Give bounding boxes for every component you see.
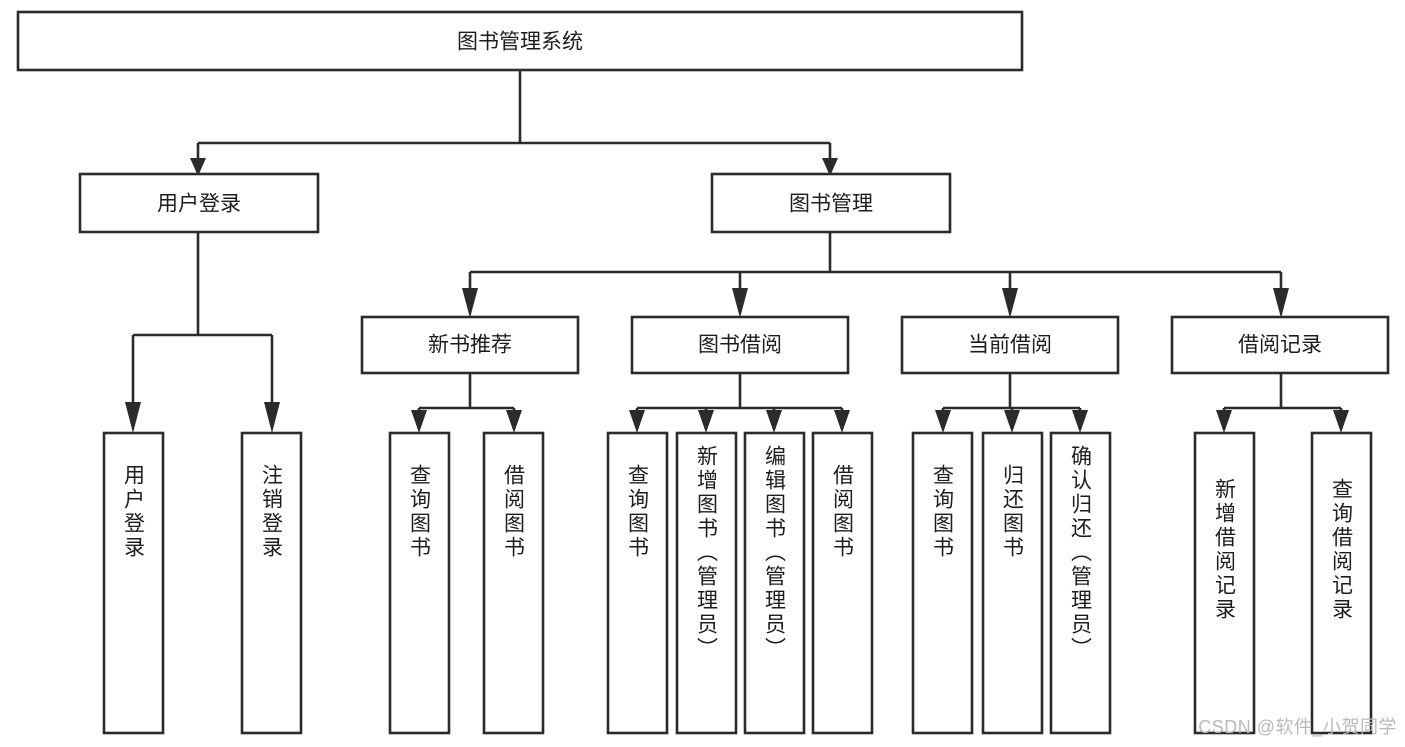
arrow-head-leaf-5 <box>698 410 714 433</box>
node-leaf-confirm-return-admin-box[interactable] <box>1049 431 1112 735</box>
arrow-head-leaf-1 <box>264 402 280 433</box>
node-leaf-confirm-return-admin[interactable] <box>1049 431 1112 735</box>
node-leaf-query-book-2-box[interactable] <box>606 431 669 735</box>
arrow-head-leaf-6 <box>766 410 782 433</box>
node-leaf-logout-label: 注销登录 <box>260 464 284 560</box>
node-leaf-return-book-label: 归还图书 <box>1001 464 1025 560</box>
arrow-head-leaf-10 <box>1072 410 1088 433</box>
node-user-login-label: 用户登录 <box>157 193 241 216</box>
node-leaf-borrow-book-1-box[interactable] <box>482 431 545 735</box>
node-leaf-user-login[interactable] <box>102 431 165 735</box>
node-leaf-add-borrow-record-box[interactable] <box>1193 431 1256 735</box>
node-leaf-borrow-book-2-label: 借阅图书 <box>831 464 855 560</box>
node-book-borrow[interactable]: 图书借阅 <box>630 315 850 375</box>
node-borrow-record-label: 借阅记录 <box>1238 334 1322 357</box>
arrow-head-l3-3 <box>1273 288 1289 318</box>
node-leaf-query-book-1[interactable] <box>388 431 451 735</box>
node-leaf-edit-book-admin-label: 编辑图书（管理员） <box>763 445 787 661</box>
node-root[interactable]: 图书管理系统 <box>16 10 1024 72</box>
arrow-head-l3-0 <box>462 288 478 318</box>
node-new-book-recommend-label: 新书推荐 <box>428 334 512 357</box>
node-leaf-return-book-box[interactable] <box>981 431 1044 735</box>
node-root-label: 图书管理系统 <box>457 31 583 54</box>
node-leaf-query-book-3-label: 查询图书 <box>931 464 955 560</box>
node-leaf-query-borrow-record[interactable] <box>1310 431 1373 735</box>
csdn-watermark: CSDN @软件_小贺同学 <box>1198 717 1397 737</box>
node-book-management[interactable]: 图书管理 <box>710 172 952 234</box>
arrow-head-leaf-11 <box>1216 410 1232 433</box>
arrow-head-book-mgmt <box>822 158 838 176</box>
node-leaf-confirm-return-admin-label: 确认归还（管理员） <box>1069 445 1093 661</box>
node-leaf-query-book-3[interactable] <box>911 431 974 735</box>
node-user-login-box[interactable] <box>78 172 320 234</box>
node-book-borrow-box[interactable] <box>630 315 850 375</box>
node-new-book-recommend[interactable]: 新书推荐 <box>360 315 580 375</box>
node-current-borrow-box[interactable] <box>900 315 1120 375</box>
node-leaf-borrow-book-2-box[interactable] <box>811 431 874 735</box>
node-leaf-borrow-book-1-label: 借阅图书 <box>502 464 526 560</box>
node-leaf-user-login-box[interactable] <box>102 431 165 735</box>
node-leaf-add-book-admin-box[interactable] <box>675 431 738 735</box>
arrow-head-leaf-7 <box>834 410 850 433</box>
connector-layer <box>125 70 1349 433</box>
node-borrow-record-box[interactable] <box>1170 315 1390 375</box>
node-leaf-query-book-1-box[interactable] <box>388 431 451 735</box>
node-leaf-add-book-admin[interactable] <box>675 431 738 735</box>
node-leaf-query-book-2-label: 查询图书 <box>626 464 650 560</box>
arrow-head-leaf-9 <box>1004 410 1020 433</box>
arrow-head-l3-2 <box>1002 288 1018 318</box>
arrow-head-leaf-4 <box>629 410 645 433</box>
node-leaf-logout[interactable] <box>240 431 303 735</box>
arrow-head-user-login <box>190 158 206 176</box>
node-book-borrow-label: 图书借阅 <box>698 334 782 357</box>
node-leaf-borrow-book-1[interactable] <box>482 431 545 735</box>
arrow-head-leaf-3 <box>506 410 522 433</box>
node-current-borrow-label: 当前借阅 <box>968 334 1052 357</box>
node-leaf-query-book-2[interactable] <box>606 431 669 735</box>
node-book-management-label: 图书管理 <box>789 193 873 216</box>
arrow-head-leaf-0 <box>125 402 141 433</box>
node-leaf-logout-box[interactable] <box>240 431 303 735</box>
arrow-head-l3-1 <box>732 288 748 318</box>
arrow-head-leaf-2 <box>411 410 427 433</box>
node-leaf-add-borrow-record-label: 新增借阅记录 <box>1213 478 1237 622</box>
node-leaf-return-book[interactable] <box>981 431 1044 735</box>
node-leaf-query-borrow-record-label: 查询借阅记录 <box>1330 478 1354 622</box>
node-leaf-query-borrow-record-box[interactable] <box>1310 431 1373 735</box>
node-leaf-add-borrow-record[interactable] <box>1193 431 1256 735</box>
node-leaf-borrow-book-2[interactable] <box>811 431 874 735</box>
arrow-head-leaf-12 <box>1333 410 1349 433</box>
node-leaf-query-book-1-label: 查询图书 <box>408 464 432 560</box>
node-leaf-query-book-3-box[interactable] <box>911 431 974 735</box>
node-leaf-edit-book-admin-box[interactable] <box>743 431 806 735</box>
arrow-head-leaf-8 <box>935 410 951 433</box>
node-leaf-user-login-label: 用户登录 <box>122 464 146 560</box>
node-borrow-record[interactable]: 借阅记录 <box>1170 315 1390 375</box>
node-current-borrow[interactable]: 当前借阅 <box>900 315 1120 375</box>
node-root-box[interactable] <box>16 10 1024 72</box>
node-book-management-box[interactable] <box>710 172 952 234</box>
node-user-login[interactable]: 用户登录 <box>78 172 320 234</box>
node-leaf-edit-book-admin[interactable] <box>743 431 806 735</box>
node-leaf-add-book-admin-label: 新增图书（管理员） <box>695 445 719 661</box>
node-new-book-recommend-box[interactable] <box>360 315 580 375</box>
